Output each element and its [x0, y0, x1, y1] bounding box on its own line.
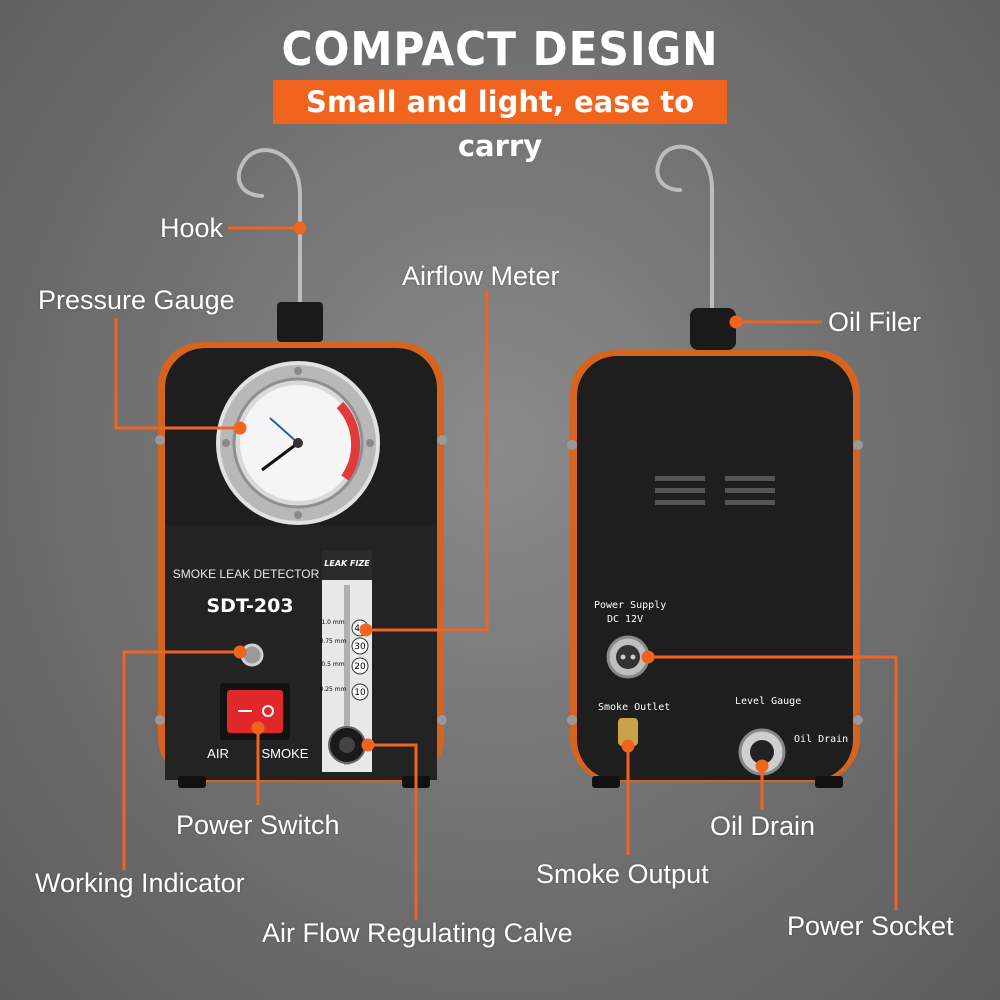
flow-mm-2: 0.75 mm	[320, 638, 347, 645]
back-body	[577, 356, 853, 780]
flow-mm-3: 0.5 mm	[321, 661, 344, 668]
callout-airflow-meter: Airflow Meter	[402, 261, 560, 291]
subtitle-banner: Small and light, ease to carry	[273, 80, 727, 163]
callout-lines	[114, 221, 898, 920]
callout-smoke-output: Smoke Output	[536, 859, 709, 889]
flow-scale-10: 10	[354, 688, 366, 698]
level-gauge-label: Level Gauge	[735, 696, 801, 707]
back-vents	[655, 476, 775, 505]
callout-air-flow-valve: Air Flow Regulating Calve	[262, 918, 573, 948]
flow-mm-4: 0.25 mm	[320, 686, 347, 693]
switch-smoke-label: SMOKE	[262, 746, 309, 761]
switch-air-label: AIR	[207, 746, 229, 761]
flowmeter-brand: LEAK FIZE	[324, 559, 370, 568]
callout-oil-drain: Oil Drain	[710, 811, 816, 841]
page-title: COMPACT DESIGN	[281, 22, 719, 76]
airflow-meter-body: LEAK FIZE 40 30 20 10 1.0 mm 0.75 mm 0.5…	[320, 550, 372, 772]
callout-oil-filer: Oil Filer	[828, 307, 921, 337]
pressure-gauge-dial	[216, 361, 380, 525]
flow-scale-20: 20	[354, 662, 366, 672]
model-label: SDT-203	[206, 595, 293, 617]
callout-power-switch: Power Switch	[176, 810, 340, 840]
flow-mm-1: 1.0 mm	[321, 619, 344, 626]
flow-scale-30: 30	[354, 642, 366, 652]
smoke-outlet-fitting	[618, 718, 638, 746]
power-supply-label: Power Supply	[594, 600, 666, 611]
callout-pressure-gauge: Pressure Gauge	[38, 285, 235, 315]
front-top-cap	[277, 302, 323, 342]
callout-power-socket: Power Socket	[787, 911, 954, 941]
smoke-outlet-label: Smoke Outlet	[598, 702, 670, 713]
back-unit: Power Supply DC 12V Smoke Outlet Level G…	[567, 144, 863, 788]
front-unit: LEAK FIZE 40 30 20 10 1.0 mm 0.75 mm 0.5…	[155, 148, 447, 788]
callout-working-indicator: Working Indicator	[35, 868, 245, 898]
callout-hook: Hook	[160, 213, 224, 243]
power-switch-rocker	[227, 690, 283, 733]
front-hook	[236, 148, 302, 320]
brand-label: SMOKE LEAK DETECTOR	[173, 567, 320, 581]
power-dc-label: DC 12V	[607, 614, 643, 625]
back-hook	[655, 144, 714, 314]
oil-filler-cap	[690, 308, 736, 350]
oil-drain-text: Oil Drain	[794, 734, 848, 745]
